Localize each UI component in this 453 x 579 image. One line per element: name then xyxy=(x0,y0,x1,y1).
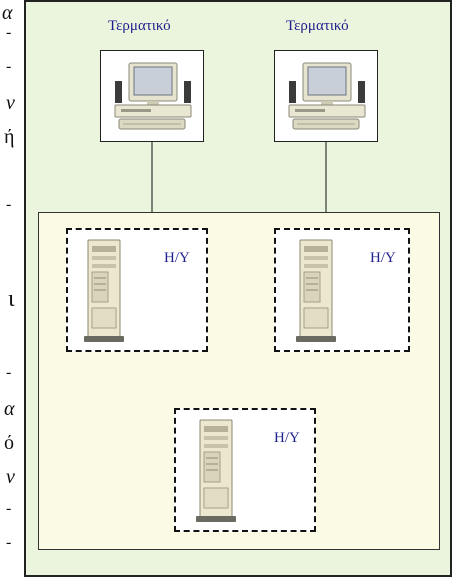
margin-fragment: - xyxy=(6,364,11,382)
host-3: H/Y xyxy=(174,408,316,532)
margin-fragment: α xyxy=(4,398,15,421)
host-label-1: H/Y xyxy=(164,250,190,267)
desktop-computer-icon xyxy=(109,61,197,133)
margin-fragment: ν xyxy=(6,92,15,115)
host-label-2: H/Y xyxy=(370,250,396,267)
margin-fragment: - xyxy=(6,534,11,552)
host-label-3: H/Y xyxy=(274,430,300,447)
tower-server-icon xyxy=(194,418,238,524)
terminal-label-2: Τερματικό xyxy=(286,18,349,35)
margin-fragment: ι xyxy=(8,286,14,313)
tower-server-icon xyxy=(82,238,126,344)
host-2: H/Y xyxy=(274,228,410,352)
network-diagram: Τερματικό Τερματικό xyxy=(24,0,452,577)
margin-fragment: ό xyxy=(4,432,14,455)
margin-fragment: - xyxy=(6,24,11,42)
desktop-computer-icon xyxy=(283,61,371,133)
terminal-1 xyxy=(100,50,204,142)
terminal-2 xyxy=(274,50,378,142)
margin-fragment: ή xyxy=(4,126,14,149)
host-1: H/Y xyxy=(66,228,208,352)
margin-fragment: - xyxy=(6,196,11,214)
terminal-label-1: Τερματικό xyxy=(108,18,171,35)
margin-fragment: ν xyxy=(6,466,15,489)
margin-fragment: - xyxy=(6,500,11,518)
margin-fragment: - xyxy=(6,58,11,76)
margin-fragment: α xyxy=(2,2,13,25)
tower-server-icon xyxy=(294,238,338,344)
